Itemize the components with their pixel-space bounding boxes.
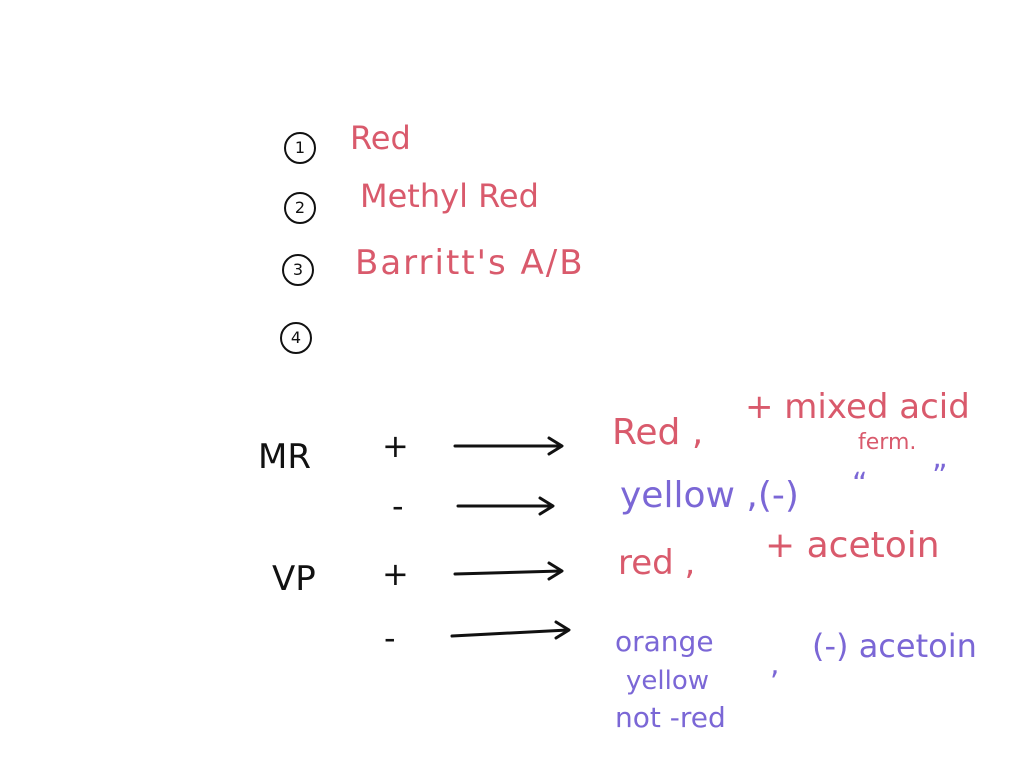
mr-negative-arrow	[456, 496, 555, 516]
vp-negative-result-line-1: orange	[615, 625, 714, 658]
list-item-2-text: Methyl Red	[360, 177, 539, 215]
list-number-2: 2	[284, 192, 316, 224]
mr-positive-arrow	[453, 436, 564, 456]
vp-negative-comma: ,	[770, 647, 780, 682]
mr-label: MR	[258, 437, 311, 477]
vp-positive-arrow	[453, 561, 564, 581]
mr-negative-result: yellow ,(-)	[620, 475, 799, 516]
vp-label: VP	[272, 559, 316, 599]
vp-positive-detail: + acetoin	[765, 525, 940, 566]
mr-positive-sign: +	[382, 427, 409, 465]
mr-negative-ditto-2: ”	[932, 459, 948, 494]
list-item-1-text: Red	[350, 119, 411, 157]
mr-negative-ditto-1: “	[852, 467, 868, 502]
list-item-3-text: Barritt's A/B	[355, 243, 585, 283]
list-number-3: 3	[282, 254, 314, 286]
list-number-1: 1	[284, 132, 316, 164]
mr-positive-detail: + mixed acid	[745, 387, 970, 427]
list-number-4: 4	[280, 322, 312, 354]
vp-negative-result-line-2: yellow	[626, 666, 710, 696]
mr-positive-detail-2: ferm.	[858, 430, 917, 455]
vp-negative-result-line-3: not -red	[615, 701, 726, 734]
vp-negative-sign: -	[384, 619, 396, 657]
vp-positive-result: red ,	[618, 543, 696, 583]
mr-positive-result: Red ,	[612, 412, 704, 453]
mr-negative-sign: -	[392, 487, 404, 525]
vp-positive-sign: +	[382, 555, 409, 593]
vp-negative-arrow	[450, 620, 571, 640]
vp-negative-detail: (-) acetoin	[812, 627, 977, 665]
